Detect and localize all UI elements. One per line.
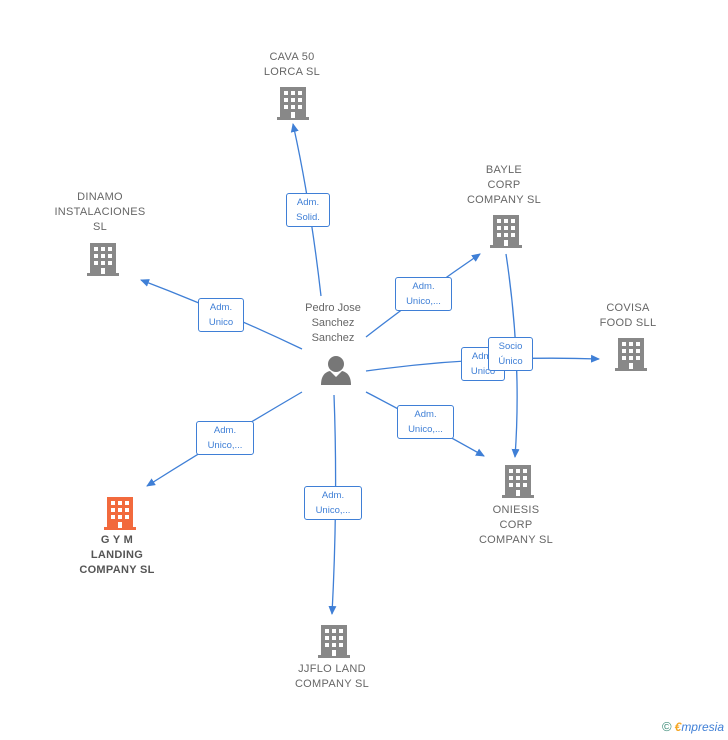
company-label-cava[interactable]: CAVA 50 LORCA SL bbox=[263, 51, 321, 78]
building-icon-oniesis[interactable] bbox=[502, 465, 534, 498]
relation-label-bayle-oniesis[interactable]: Socio Único bbox=[488, 337, 533, 371]
building-icon-cava[interactable] bbox=[277, 87, 309, 120]
building-icon-covisa[interactable] bbox=[615, 338, 647, 371]
relation-label-dinamo[interactable]: Adm. Unico bbox=[198, 298, 244, 332]
person-icon[interactable] bbox=[321, 356, 351, 385]
relation-label-cava[interactable]: Adm. Solid. bbox=[286, 193, 330, 227]
building-icon-gym[interactable] bbox=[104, 497, 136, 530]
building-icon-jjflo[interactable] bbox=[318, 625, 350, 658]
company-label-jjflo[interactable]: JJFLO LAND COMPANY SL bbox=[294, 663, 370, 690]
relation-label-gym[interactable]: Adm. Unico,... bbox=[196, 421, 254, 455]
company-label-bayle[interactable]: BAYLE CORP COMPANY SL bbox=[466, 164, 542, 206]
relation-label-jjflo[interactable]: Adm. Unico,... bbox=[304, 486, 362, 520]
relation-label-oniesis[interactable]: Adm. Unico,... bbox=[397, 405, 454, 439]
company-label-covisa[interactable]: COVISA FOOD SLL bbox=[599, 302, 657, 329]
person-name[interactable]: Pedro Jose Sanchez Sanchez bbox=[305, 302, 361, 344]
brand-name: mpresia bbox=[681, 720, 724, 734]
company-label-oniesis[interactable]: ONIESIS CORP COMPANY SL bbox=[478, 504, 554, 546]
relation-label-bayle[interactable]: Adm. Unico,... bbox=[395, 277, 452, 311]
brand-logo-e: € bbox=[674, 720, 682, 734]
brand-footer: ©€mpresia bbox=[662, 719, 724, 734]
building-icon-bayle[interactable] bbox=[490, 215, 522, 248]
company-label-gym[interactable]: G Y M LANDING COMPANY SL bbox=[79, 534, 155, 576]
company-label-dinamo[interactable]: DINAMO INSTALACIONES SL bbox=[54, 191, 146, 233]
building-icon-dinamo[interactable] bbox=[87, 243, 119, 276]
copyright-symbol: © bbox=[662, 719, 672, 734]
